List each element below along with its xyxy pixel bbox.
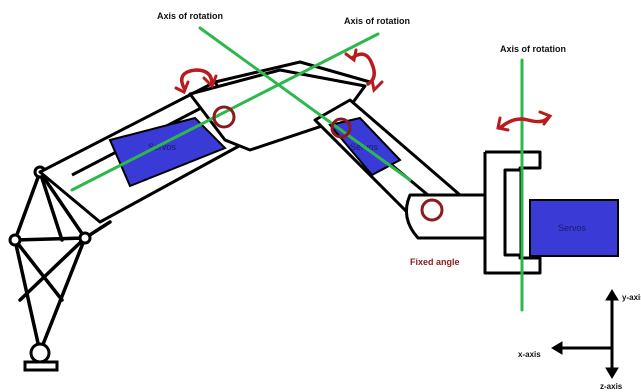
z-axis-label: z-axis: [600, 382, 623, 391]
truss-joint: [80, 233, 90, 243]
fixed-angle-label: Fixed angle: [410, 257, 460, 267]
axis-label-2: Axis of rotation: [344, 16, 410, 26]
truss-joint: [10, 235, 20, 245]
z-axis-arrow: [606, 368, 618, 378]
axis-label-1: Axis of rotation: [157, 11, 223, 21]
coordinate-axes: [552, 290, 618, 378]
x-axis-label: x-axis: [518, 350, 541, 359]
x-axis-arrow: [552, 342, 562, 354]
axis-label-3: Axis of rotation: [500, 44, 566, 54]
y-axis-arrow: [606, 290, 618, 300]
base-plate: [25, 362, 57, 370]
base-pivot: [31, 344, 49, 362]
y-axis-label: y-axis: [622, 293, 641, 302]
rotation-arrow-3: [500, 118, 548, 128]
servo-wrist-label: Servos: [558, 223, 587, 233]
